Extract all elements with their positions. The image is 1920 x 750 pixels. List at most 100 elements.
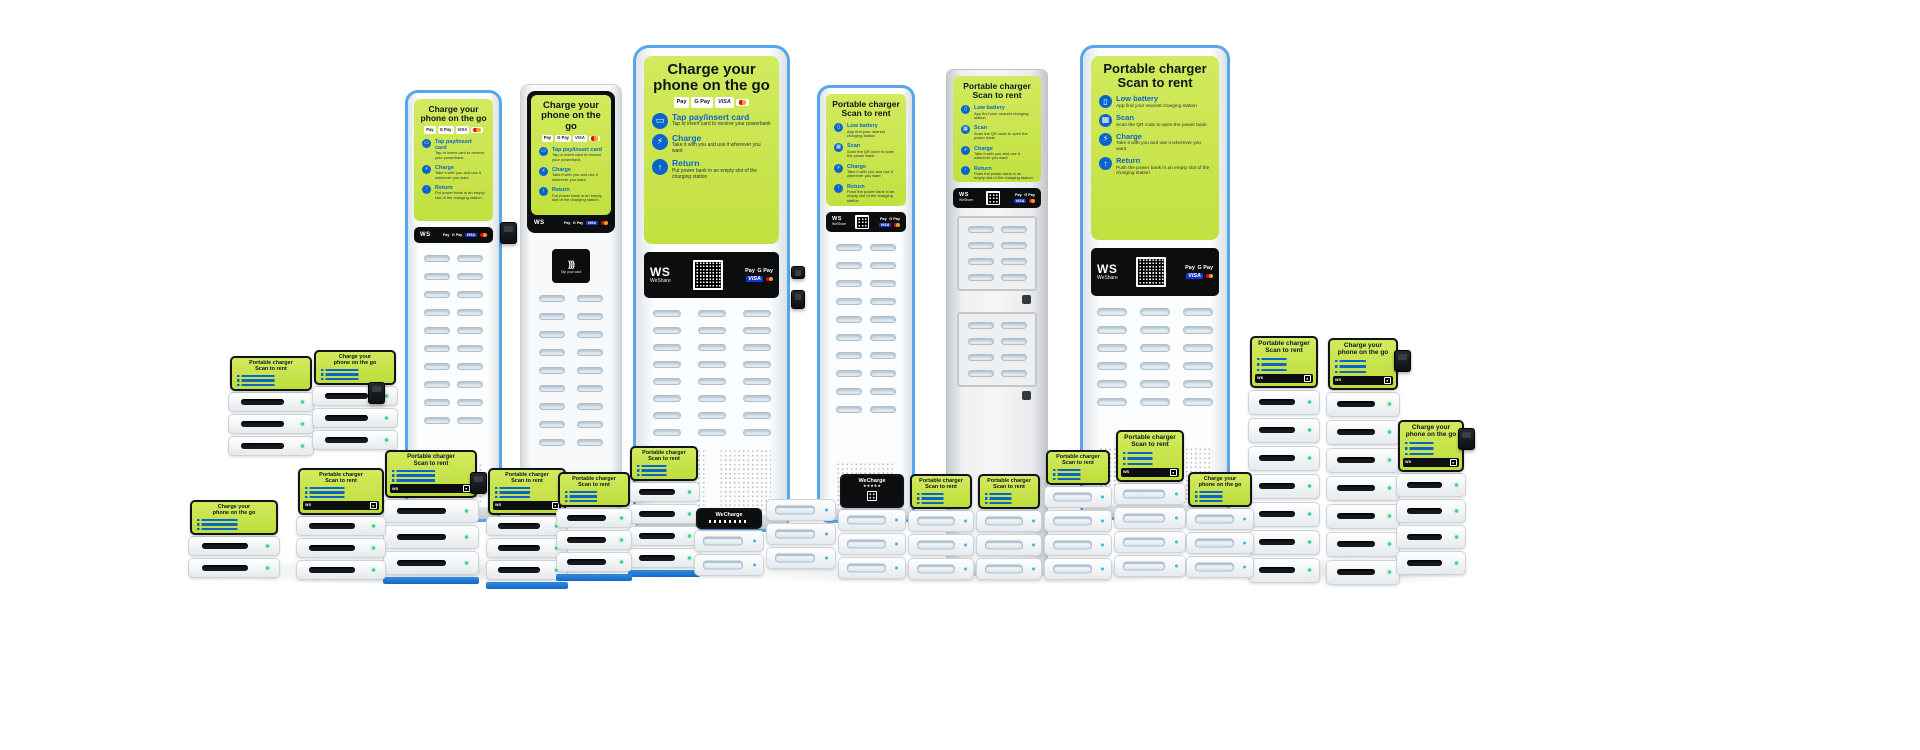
powerbank-slot (539, 331, 565, 338)
powerbank-slot (967, 354, 994, 361)
powerbank-slot (1096, 362, 1127, 370)
brand-initials: WS (420, 231, 431, 238)
powerbank-slot-row (1114, 530, 1186, 553)
step-label: Tap pay/insert card (552, 147, 603, 154)
payment-row: VISA (878, 222, 900, 227)
qr-pattern (464, 486, 469, 491)
step-label: Charge (435, 165, 454, 172)
bay-slot-grid (965, 322, 1029, 377)
rating-stars: ★★★★★ (863, 483, 881, 489)
title-line1: Charge your (1343, 342, 1383, 349)
powerbank-slot-row (1248, 445, 1320, 471)
charge-icon: ⚡ (539, 167, 548, 177)
slot-stack (976, 510, 1042, 581)
slot-stack (1248, 389, 1320, 583)
brand-name: WeShare (1097, 274, 1118, 281)
slot-grid (636, 298, 787, 436)
screen-step-line (917, 492, 965, 495)
step-label: Scan (847, 143, 861, 150)
title-line2: Scan to rent (325, 478, 357, 485)
screen-step-line (917, 497, 965, 500)
powerbank-slot (577, 403, 603, 410)
powerbank-slot-row (556, 508, 632, 529)
screen-step-line (305, 491, 377, 494)
mastercard-icon (473, 127, 481, 133)
mastercard-orange-circle (768, 276, 773, 281)
step-label: Return (1116, 157, 1141, 165)
powerbank-slot-row (1186, 556, 1254, 579)
title-line2: Scan to rent (578, 482, 610, 489)
screen-step-line (1053, 468, 1103, 471)
screen-step-line (565, 499, 623, 503)
powerbank-slot (1139, 326, 1170, 334)
powerbank-slot (539, 367, 565, 374)
slot-stack (296, 515, 386, 580)
station-base (628, 570, 700, 578)
powerbank-slot (1139, 380, 1170, 388)
powerbank-slot (423, 399, 450, 406)
powerbank-slot-row (1248, 501, 1320, 527)
visa-logo: VISA (1013, 198, 1027, 203)
title-line1: Portable charger (1124, 434, 1176, 441)
slot-stack (908, 510, 974, 581)
mastercard-icon (1205, 273, 1213, 278)
powerbank-slot-row (1044, 510, 1112, 533)
screen-step-line (305, 486, 377, 489)
screen-title: WeCharge (858, 478, 886, 484)
mastercard-icon (893, 222, 900, 227)
apple-pay-badge: Pay (424, 126, 436, 134)
powerbank-slot (742, 344, 771, 351)
screen-step-line (1257, 368, 1311, 372)
screen-step-line (565, 495, 623, 498)
mastercard-icon (590, 136, 599, 141)
title-line1: Portable charger (642, 450, 686, 456)
screen-step-line (1405, 441, 1457, 445)
kiosk-body (820, 413, 912, 454)
powerbank-slot-row (1396, 498, 1466, 523)
step-label: Tap pay/insert card (435, 138, 472, 151)
powerbank-slot (742, 412, 771, 419)
step-label: Charge (974, 145, 993, 152)
mastercard-icon (479, 232, 487, 238)
powerbank-slot (539, 349, 565, 356)
powerbank-slot (652, 361, 681, 368)
title-line2: Scan to rent (1062, 460, 1094, 467)
powerbank-slot-row (1044, 558, 1112, 581)
mastercard-icon (600, 220, 608, 226)
screen-step-line (985, 501, 1033, 505)
screen-steps (390, 469, 472, 482)
powerbank-slot (1000, 354, 1027, 361)
powerbank-slot (697, 378, 726, 385)
powerbank-slot (697, 429, 726, 436)
scan-icon: ▦ (961, 125, 970, 135)
title-line1: Portable charger (1103, 61, 1207, 76)
